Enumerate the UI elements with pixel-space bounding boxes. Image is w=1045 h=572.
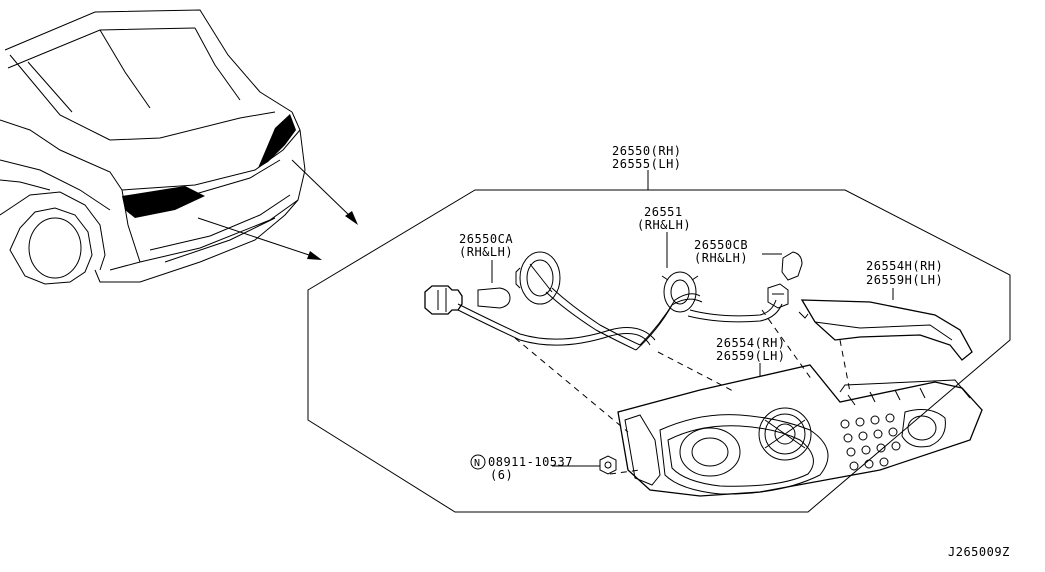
part-labels: 26550(RH) 26555(LH) 26550CA (RH&LH) 2655… (459, 144, 1010, 559)
harness-26551 (457, 271, 783, 351)
assembly-lh-label: 26555(LH) (612, 157, 682, 171)
finisher-lh-label: 26559H(LH) (866, 273, 943, 287)
finisher-rh-label: 26554H(RH) (866, 259, 943, 273)
assembly-rh-label: 26550(RH) (612, 144, 682, 158)
finisher-26554H (798, 299, 973, 361)
pointer-arrows (197, 159, 358, 260)
socket-part-label: 26550CA (459, 232, 513, 246)
diagram-code-label: J265009Z (948, 545, 1010, 559)
harness-part-label: 26551 (644, 205, 683, 219)
bulb-side-label: (RH&LH) (694, 251, 748, 265)
nut-qty-label: (6) (490, 468, 513, 482)
car-rear-illustration (0, 9, 306, 285)
nut-symbol-circle (470, 454, 486, 470)
leader-lines (491, 232, 894, 467)
socket-side-label: (RH&LH) (459, 245, 513, 259)
nut-08911-10537 (599, 455, 617, 475)
socket-bulb-26550CA (424, 251, 561, 315)
left-tail-lamp-shaded (122, 186, 205, 218)
lamp-lh-label: 26559(LH) (716, 349, 786, 363)
right-tail-lamp-shaded (258, 114, 296, 168)
tail-lamp-body-26554 (617, 364, 983, 497)
nut-symbol-label: N (474, 458, 481, 469)
bulb-part-label: 26550CB (694, 238, 748, 252)
lamp-led-dots (840, 413, 901, 471)
bulb-26550CB (767, 251, 803, 309)
harness-side-label: (RH&LH) (637, 218, 691, 232)
nut-part-label: 08911-10537 (488, 455, 573, 469)
lamp-rh-label: 26554(RH) (716, 336, 786, 350)
assembly-guide-dashes (514, 309, 851, 475)
assembly-frame (307, 189, 1011, 513)
